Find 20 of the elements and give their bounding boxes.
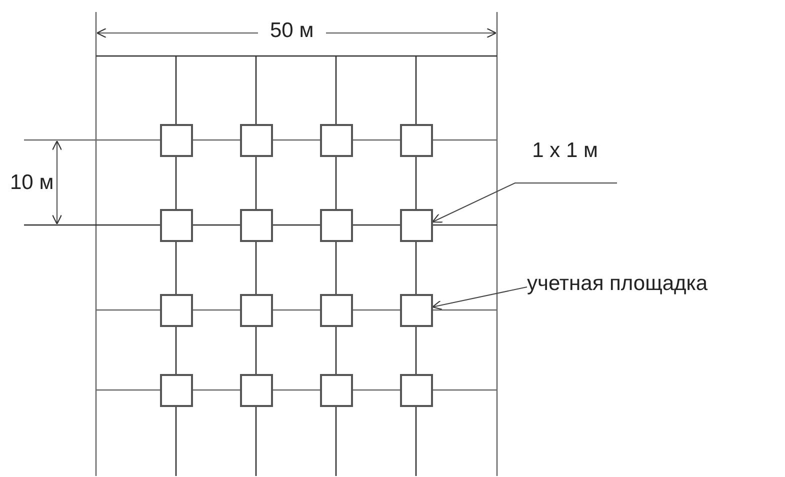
sample-plot-square (400, 208, 432, 242)
leader-line (432, 182, 618, 223)
sample-plot-square (400, 294, 432, 326)
sample-plot-square (160, 208, 192, 242)
sample-plot-square (400, 124, 432, 156)
sample-plot-square (160, 374, 192, 406)
sample-plot-square (320, 374, 352, 406)
leader-line (432, 286, 528, 310)
sample-plot-square (320, 124, 352, 156)
sample-plot-square (160, 124, 192, 156)
sample-plot-square (240, 374, 272, 406)
sample-plot-square (240, 124, 272, 156)
sample-plot-square (320, 294, 352, 326)
sample-plot-square (240, 294, 272, 326)
callout-text: учетная площадка (527, 272, 708, 294)
callout-text: 1 x 1 м (532, 140, 598, 161)
sample-plot-square (160, 294, 192, 326)
sample-plot-square (400, 374, 432, 406)
sample-plot-square (240, 208, 272, 242)
sample-plot-square (320, 208, 352, 242)
